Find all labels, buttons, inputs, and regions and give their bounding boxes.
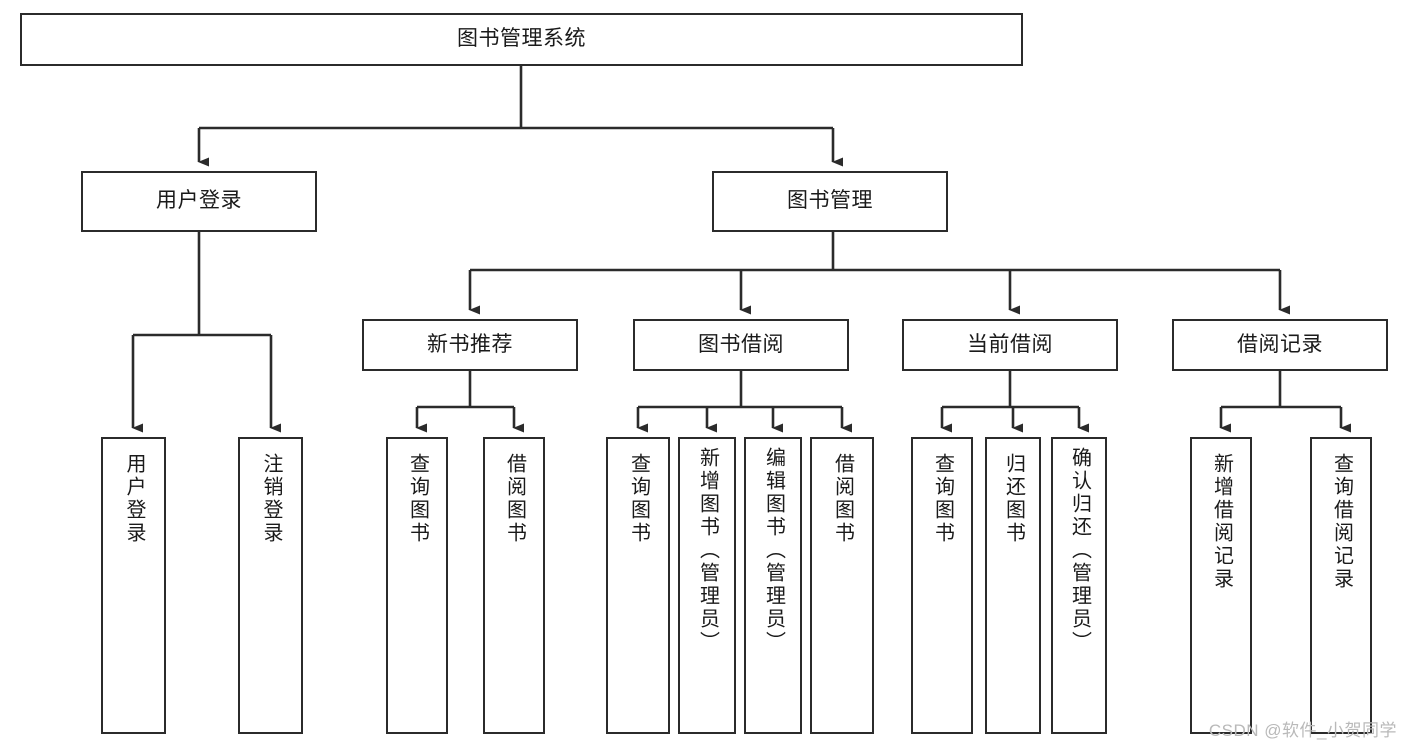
leaf-query-borrow-record[interactable]: 查询借阅记录 [1310,437,1372,734]
leaf-add-book-admin-label: 新增图书（管理员） [696,447,719,654]
node-book-borrow[interactable]: 图书借阅 [633,319,849,371]
leaf-query-book-borrow[interactable]: 查询图书 [606,437,670,734]
node-borrow-record[interactable]: 借阅记录 [1172,319,1388,371]
leaf-add-borrow-record[interactable]: 新增借阅记录 [1190,437,1252,734]
leaf-return-book[interactable]: 归还图书 [985,437,1041,734]
node-book-manage-label: 图书管理 [787,189,873,213]
leaf-query-book-borrow-label: 查询图书 [627,453,650,545]
leaf-borrow-book-recommend-label: 借阅图书 [503,453,526,545]
leaf-query-book-current-label: 查询图书 [931,453,954,545]
node-new-book-recommend-label: 新书推荐 [427,332,513,356]
node-book-manage[interactable]: 图书管理 [712,171,948,232]
leaf-confirm-return-admin-label: 确认归还（管理员） [1068,447,1091,654]
node-user-login[interactable]: 用户登录 [81,171,317,232]
leaf-query-book-current[interactable]: 查询图书 [911,437,973,734]
leaf-user-logout-label: 注销登录 [260,453,282,545]
leaf-user-logout[interactable]: 注销登录 [238,437,303,734]
node-root[interactable]: 图书管理系统 [20,13,1023,66]
node-user-login-label: 用户登录 [156,189,242,213]
node-book-borrow-label: 图书借阅 [698,332,784,356]
leaf-add-book-admin[interactable]: 新增图书（管理员） [678,437,736,734]
leaf-borrow-book-recommend[interactable]: 借阅图书 [483,437,545,734]
node-new-book-recommend[interactable]: 新书推荐 [362,319,578,371]
node-borrow-record-label: 借阅记录 [1237,332,1323,356]
leaf-user-login[interactable]: 用户登录 [101,437,166,734]
leaf-add-borrow-record-label: 新增借阅记录 [1210,453,1233,591]
leaf-borrow-book-borrow[interactable]: 借阅图书 [810,437,874,734]
node-current-borrow[interactable]: 当前借阅 [902,319,1118,371]
leaf-edit-book-admin[interactable]: 编辑图书（管理员） [744,437,802,734]
leaf-borrow-book-borrow-label: 借阅图书 [831,453,854,545]
leaf-query-borrow-record-label: 查询借阅记录 [1330,453,1353,591]
leaf-query-book-recommend-label: 查询图书 [406,453,429,545]
leaf-user-login-label: 用户登录 [123,453,145,545]
node-current-borrow-label: 当前借阅 [967,332,1053,356]
leaf-confirm-return-admin[interactable]: 确认归还（管理员） [1051,437,1107,734]
leaf-return-book-label: 归还图书 [1002,453,1025,545]
leaf-edit-book-admin-label: 编辑图书（管理员） [762,447,785,654]
csdn-watermark: CSDN @软件_小贺同学 [1208,721,1397,740]
leaf-query-book-recommend[interactable]: 查询图书 [386,437,448,734]
node-root-label: 图书管理系统 [457,27,586,51]
